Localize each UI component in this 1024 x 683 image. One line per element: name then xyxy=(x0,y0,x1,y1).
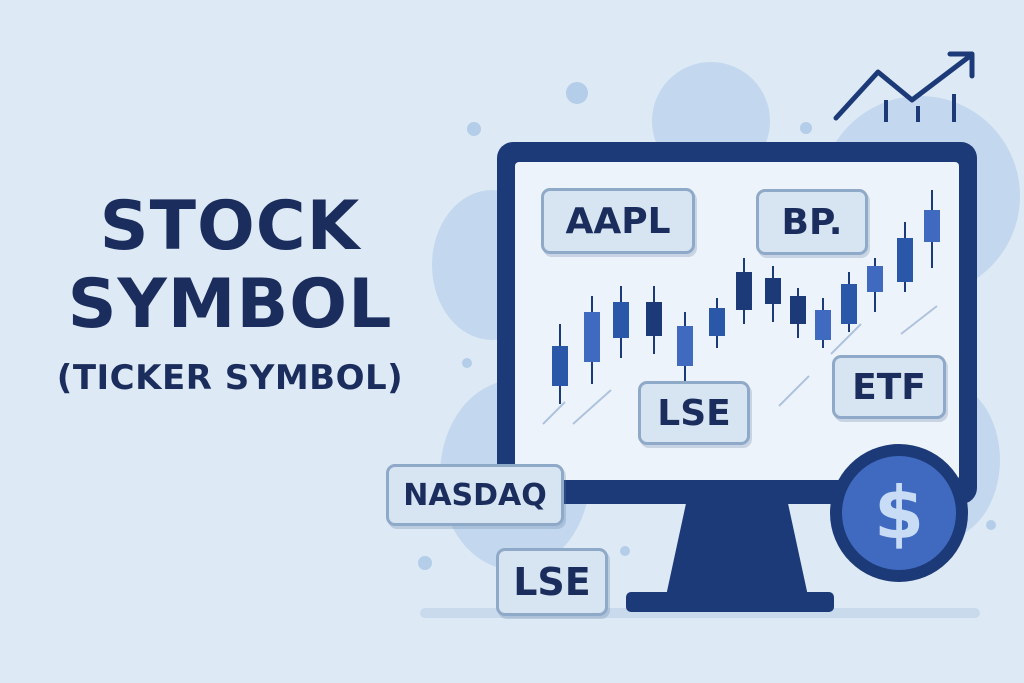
background-dot xyxy=(620,546,630,556)
exchange-tag-lse-floating: LSE xyxy=(496,548,608,616)
background-dot xyxy=(418,556,432,570)
subtitle: (TICKER SYMBOL) xyxy=(56,358,404,398)
background-dot xyxy=(467,122,481,136)
ticker-tag-aapl: AAPL xyxy=(541,188,695,254)
title-block: STOCK SYMBOL (TICKER SYMBOL) xyxy=(30,187,430,399)
exchange-tag-nasdaq: NASDAQ xyxy=(386,464,564,526)
title-line-2: SYMBOL xyxy=(67,265,393,344)
background-dot xyxy=(986,520,996,530)
ticker-tag-bp: BP. xyxy=(756,189,868,255)
background-dot xyxy=(566,82,588,104)
dollar-sign: $ xyxy=(842,456,956,570)
dollar-coin-icon: $ xyxy=(830,444,968,582)
title-line-1: STOCK xyxy=(99,187,361,266)
trend-arrow-icon xyxy=(833,51,975,122)
exchange-tag-lse: LSE xyxy=(638,381,750,445)
background-dot xyxy=(800,122,812,134)
monitor-base xyxy=(626,592,834,612)
candlestick-chart-icon xyxy=(542,190,940,425)
floor-shadow xyxy=(420,608,980,618)
monitor-neck xyxy=(666,504,808,596)
background-dot xyxy=(462,358,472,368)
fund-tag-etf: ETF xyxy=(832,355,946,419)
